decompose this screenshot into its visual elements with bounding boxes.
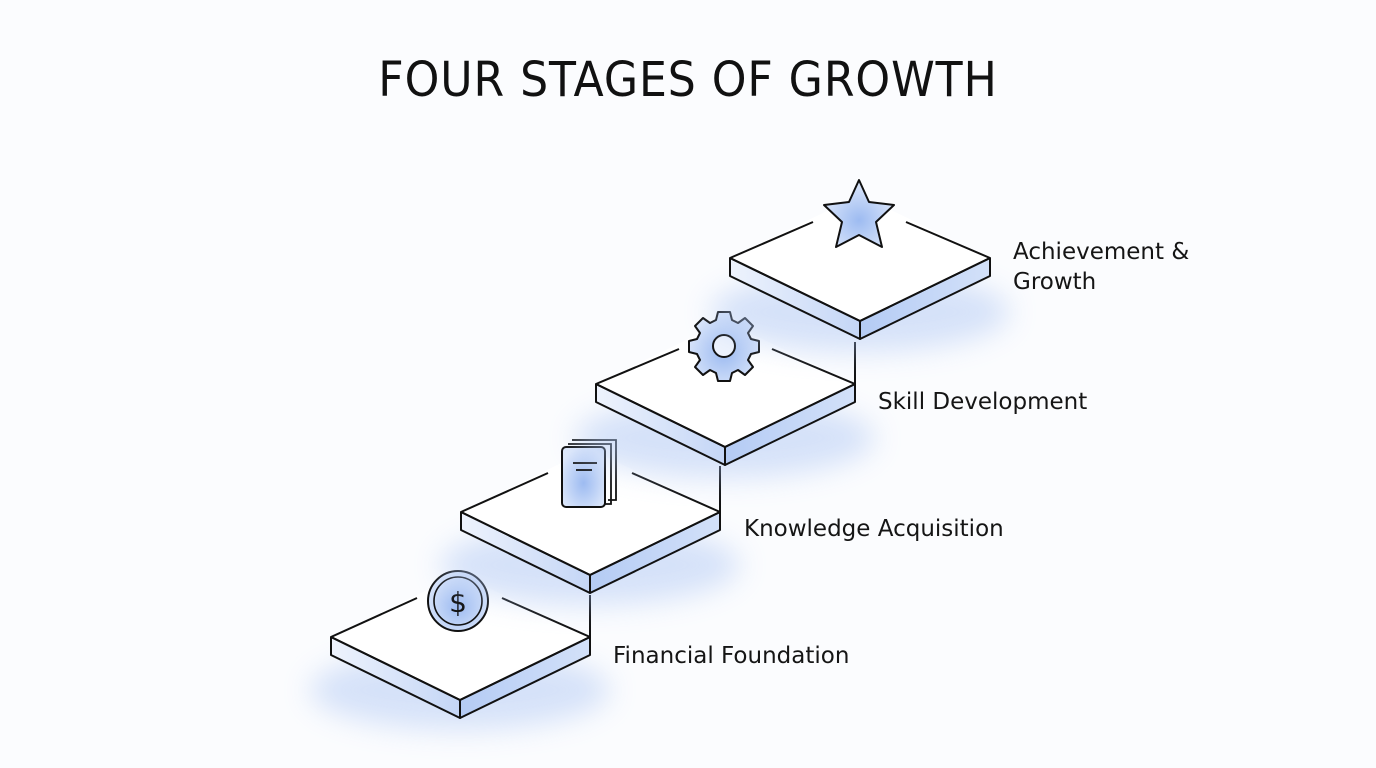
svg-text:$: $ <box>449 586 467 619</box>
stage-3-platform <box>575 311 875 478</box>
stage-4-platform <box>710 179 1010 352</box>
stage-1-label: Financial Foundation <box>613 643 850 669</box>
stage-4-label-line2: Growth <box>1013 269 1097 295</box>
stage-2-label: Knowledge Acquisition <box>744 516 1004 542</box>
star-icon <box>823 179 895 248</box>
stage-1-platform: $ <box>310 570 610 730</box>
page-title: FOUR STAGES OF GROWTH <box>378 52 998 108</box>
stage-2-platform <box>440 439 740 605</box>
book-icon <box>561 439 617 508</box>
stage-4-label: Achievement & Growth <box>1013 237 1189 297</box>
stage-4-label-line1: Achievement & <box>1013 239 1190 265</box>
stage-3-label: Skill Development <box>878 389 1088 415</box>
